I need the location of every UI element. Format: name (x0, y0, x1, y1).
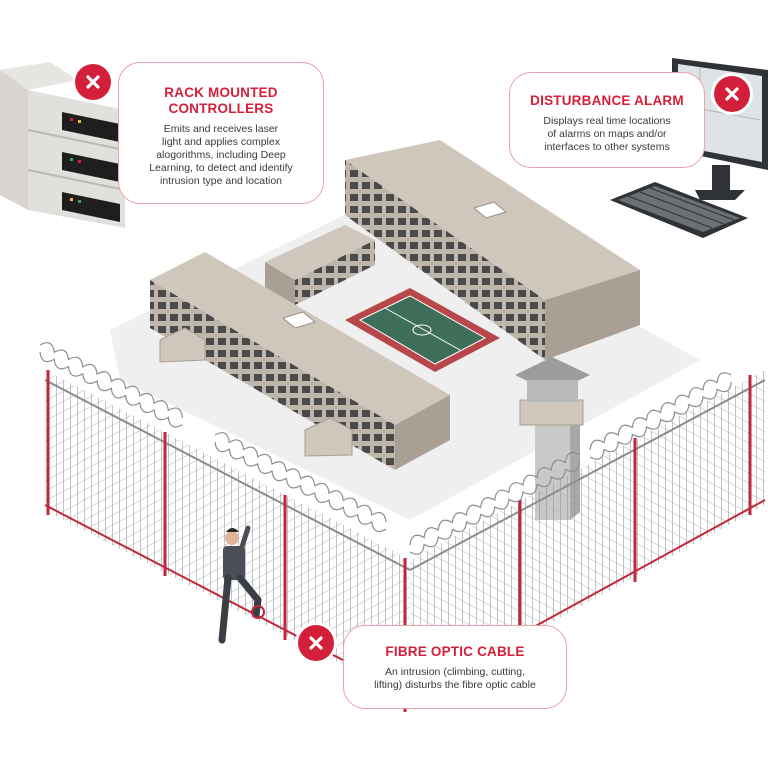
callout-body: Emits and receives laser light and appli… (135, 123, 307, 188)
callout-body-line: lifting) disturbs the fibre optic cable (374, 679, 536, 691)
callout-body-line: Displays real time locations (543, 115, 671, 127)
razor-wire (39, 342, 732, 555)
perimeter-fence-right (409, 370, 766, 700)
intruder-figure (218, 525, 265, 644)
callout-body-line: An intrusion (climbing, cutting, (384, 666, 526, 678)
callout-rack-controllers: RACK MOUNTED CONTROLLERS Emits and recei… (118, 62, 324, 204)
callout-body: An intrusion (climbing, cutting, lifting… (358, 666, 552, 692)
basketball-court (345, 288, 500, 372)
server-rack-icon (0, 62, 126, 228)
building-front (150, 252, 450, 470)
callout-disturbance-alarm: DISTURBANCE ALARM Displays real time loc… (509, 72, 705, 168)
building-back (345, 140, 640, 360)
callout-title-line: RACK MOUNTED (164, 85, 278, 100)
callout-title: RACK MOUNTED CONTROLLERS (135, 85, 307, 117)
close-icon (298, 625, 334, 661)
callout-body-line: alogorithms, including Deep (156, 149, 286, 161)
callout-title: DISTURBANCE ALARM (530, 93, 684, 108)
close-icon (714, 76, 750, 112)
callout-body-line: Learning, to detect and identify (149, 162, 293, 174)
building-connector (265, 225, 375, 305)
callout-body-line: interfaces to other systems (544, 141, 670, 153)
callout-body-line: intrusion type and location (160, 175, 282, 187)
callout-body: Displays real time locations of alarms o… (524, 115, 690, 154)
keyboard-icon (610, 182, 748, 238)
close-icon (75, 64, 111, 100)
callout-title-line: CONTROLLERS (168, 101, 274, 116)
callout-body-line: light and applies complex (162, 136, 280, 148)
callout-body-line: of alarms on maps and/or (547, 128, 667, 140)
callout-fibre-optic-cable: FIBRE OPTIC CABLE An intrusion (climbing… (343, 625, 567, 709)
callout-title: FIBRE OPTIC CABLE (385, 644, 525, 659)
callout-body-line: Emits and receives laser (163, 123, 279, 135)
